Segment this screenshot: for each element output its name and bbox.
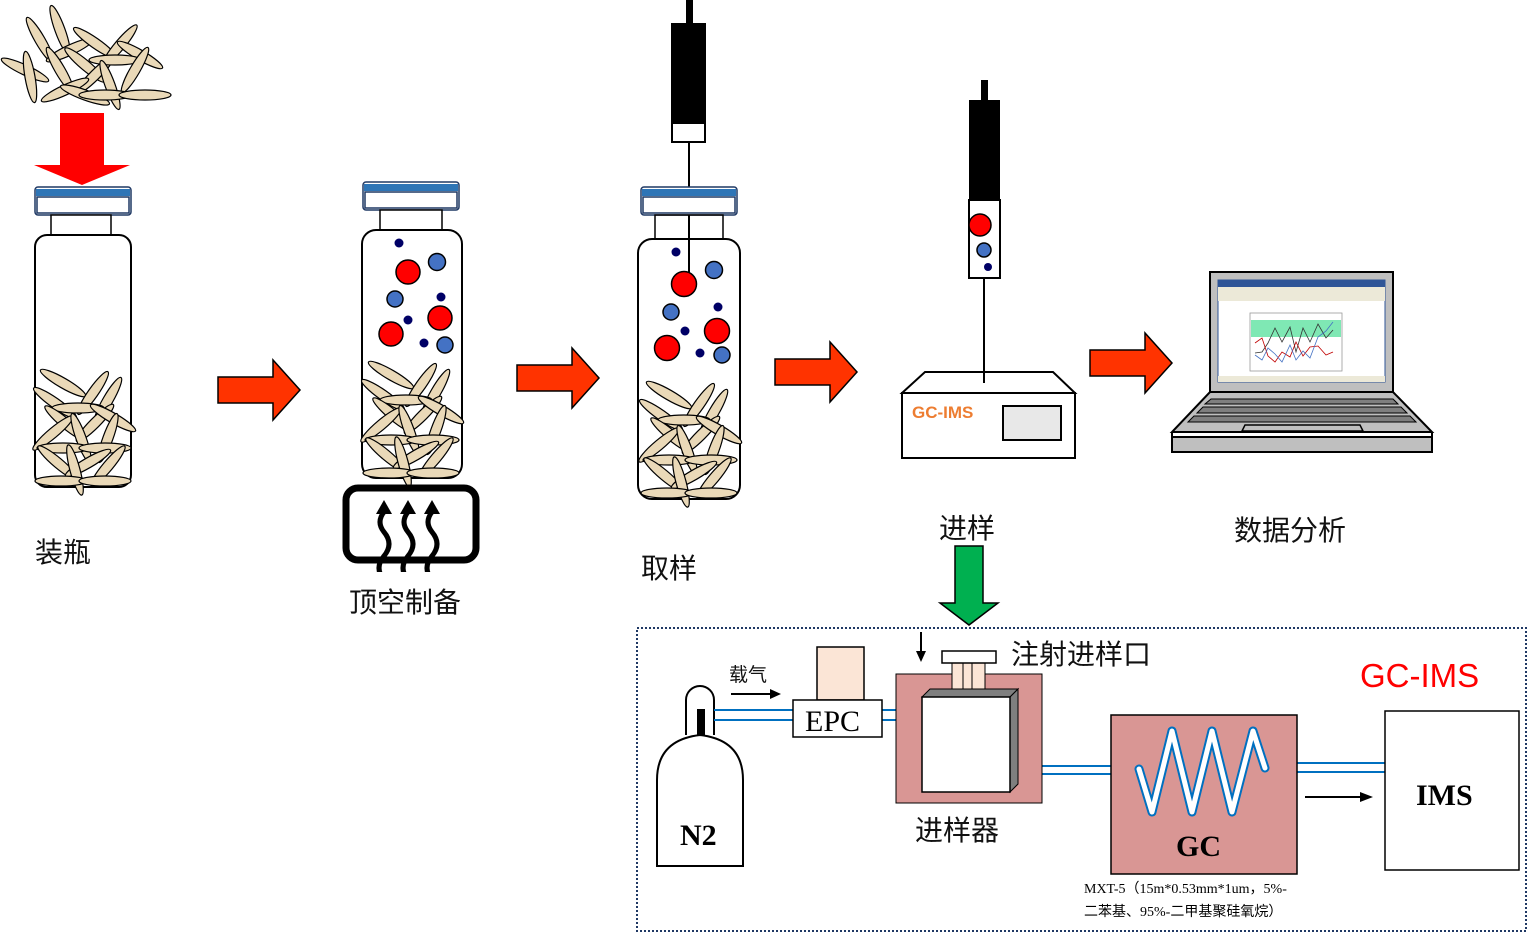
molecule-red [395, 259, 421, 285]
molecule-red [427, 305, 453, 331]
molecule-navy [695, 348, 705, 358]
gc-oven: GC [1110, 714, 1298, 875]
gc-label: GC [1176, 830, 1221, 863]
molecule-red [703, 317, 731, 345]
step-label-headspace: 顶空制备 [349, 586, 461, 619]
step-label-analysis: 数据分析 [1234, 514, 1346, 547]
molecule-red [653, 334, 681, 362]
molecule-navy [671, 247, 681, 257]
molecule-blue [713, 346, 731, 364]
epc-unit: EPC [792, 646, 883, 738]
molecule-navy [419, 338, 429, 348]
gc-to-ims-arrow [1305, 792, 1373, 802]
inject-arrow-down [937, 545, 1001, 626]
gc-ims-instrument: GC-IMS [899, 371, 1078, 459]
molecule-navy [713, 302, 723, 312]
molecule-navy [680, 326, 690, 336]
molecule-navy [403, 315, 413, 325]
n2-cylinder: N2 [656, 685, 744, 867]
molecule-blue [704, 260, 724, 280]
fill-arrow-down [34, 113, 130, 185]
instrument-label: GC-IMS [912, 403, 973, 422]
syringe-injection [968, 80, 1001, 383]
vial-sampling [636, 186, 744, 508]
ims-unit: IMS [1384, 710, 1520, 871]
molecule-navy [394, 238, 404, 248]
epc-label: EPC [805, 705, 860, 738]
injector [895, 650, 1043, 804]
process-arrow-1 [217, 359, 301, 421]
carrier-flow-arrow [731, 689, 781, 699]
rice-grains-top [0, 3, 172, 112]
carrier-gas-label: 载气 [729, 664, 767, 686]
molecule-blue [427, 252, 447, 272]
injection-arrow [916, 632, 926, 662]
cylinder-label: N2 [680, 819, 717, 852]
molecule-navy [436, 292, 446, 302]
laptop-icon [1169, 271, 1435, 453]
step-label-sampling: 取样 [641, 552, 697, 585]
schematic-title: GC-IMS [1360, 657, 1479, 694]
molecule-blue [436, 336, 454, 354]
vial-empty [30, 186, 138, 496]
process-arrow-2 [516, 347, 600, 409]
step-label-injection: 进样 [939, 512, 995, 545]
schematic-panel [636, 627, 1527, 932]
molecule-red [670, 270, 698, 298]
syringe-sampling [671, 0, 706, 282]
injector-label: 进样器 [915, 814, 999, 847]
step-label-bottling: 装瓶 [35, 536, 91, 569]
column-spec-line1: MXT-5（15m*0.53mm*1um，5%- [1084, 881, 1287, 897]
heater-icon [340, 484, 490, 586]
molecule-blue [386, 290, 404, 308]
vial-headspace [358, 181, 466, 488]
process-arrow-4 [1089, 332, 1173, 394]
process-arrow-3 [774, 341, 858, 403]
molecule-blue [662, 303, 680, 321]
injection-port-label: 注射进样口 [1011, 638, 1151, 671]
ims-label: IMS [1416, 779, 1473, 812]
molecule-red [378, 321, 404, 347]
column-spec-line2: 二苯基、95%-二甲基聚硅氧烷） [1084, 903, 1282, 920]
